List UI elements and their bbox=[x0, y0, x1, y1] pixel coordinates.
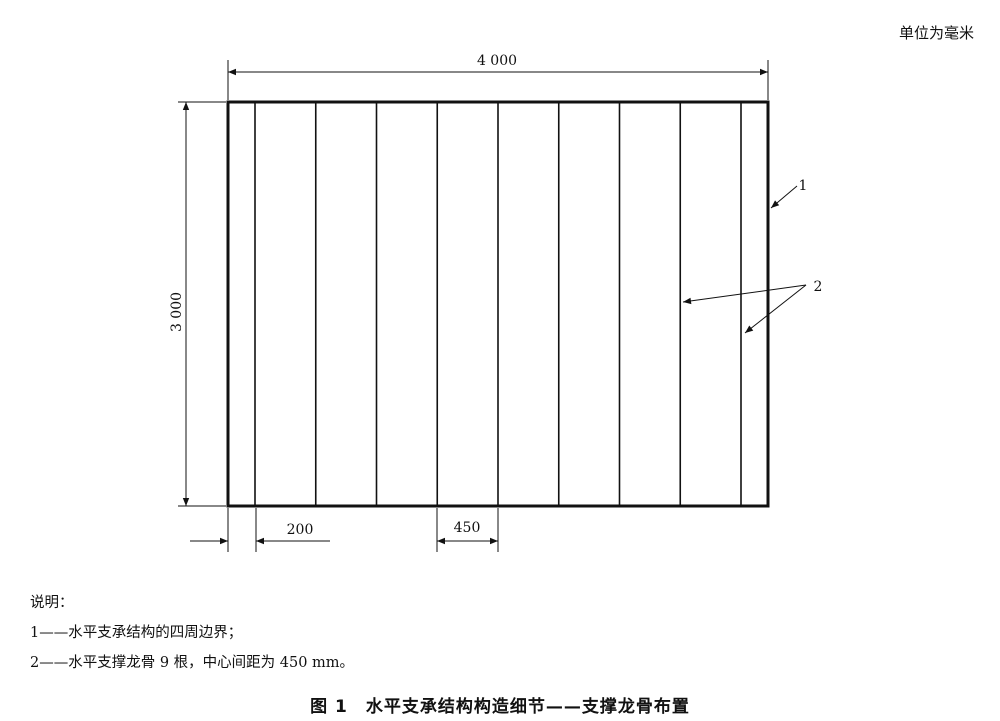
callout-2-label: 2 bbox=[814, 279, 823, 295]
edge-offset-label: 200 bbox=[287, 522, 314, 538]
height-dimension-label: 3 000 bbox=[169, 292, 185, 332]
callout-1: 1 bbox=[770, 178, 808, 209]
legend: 说明： 1——水平支承结构的四周边界； 2——水平支撑龙骨 9 根，中心间距为 … bbox=[30, 588, 354, 678]
unit-note: 单位为毫米 bbox=[898, 24, 974, 42]
callout-1-label: 1 bbox=[799, 178, 808, 194]
structure-drawing: 4 000 3 000 200 450 1 2 bbox=[169, 53, 823, 552]
callout-2: 2 bbox=[682, 279, 823, 334]
legend-title: 说明： bbox=[30, 595, 74, 611]
figure-caption: 图 1 水平支承结构构造细节——支撑龙骨布置 bbox=[310, 697, 690, 717]
edge-offset-dimension: 200 bbox=[190, 508, 330, 552]
spacing-dimension: 450 bbox=[436, 508, 499, 552]
legend-item-1: 1——水平支承结构的四周边界； bbox=[30, 625, 243, 641]
spacing-label: 450 bbox=[454, 520, 481, 536]
legend-item-2: 2——水平支撑龙骨 9 根，中心间距为 450 mm。 bbox=[30, 655, 355, 671]
width-dimension: 4 000 bbox=[227, 53, 769, 100]
width-dimension-label: 4 000 bbox=[477, 53, 517, 69]
joist-group bbox=[254, 102, 742, 506]
height-dimension: 3 000 bbox=[169, 101, 226, 507]
